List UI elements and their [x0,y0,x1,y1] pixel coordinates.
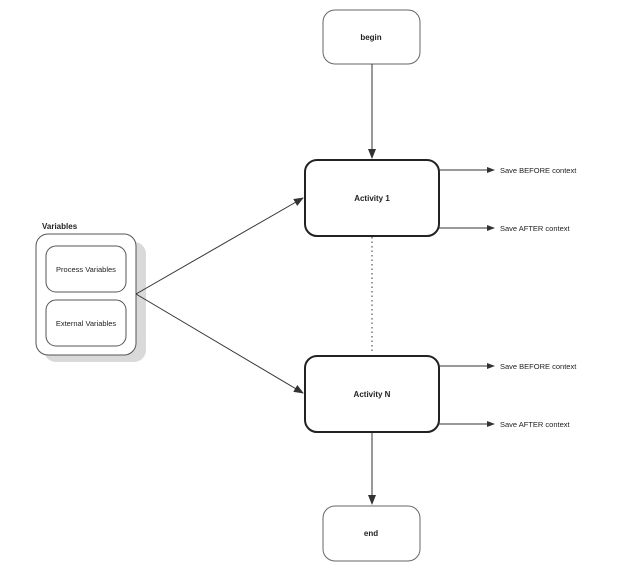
activity-n-label: Activity N [354,390,391,399]
activity-n-save-before-label: Save BEFORE context [500,362,577,371]
variables-to-activity-1-arrow [135,197,304,295]
process-variables-label: Process Variables [56,265,116,274]
process-variables-box [45,245,127,293]
variables-to-activity-n-arrow [135,293,304,394]
begin-label: begin [360,33,381,42]
activity-n-node [304,355,440,433]
activity-1-save-after-label: Save AFTER context [500,224,571,233]
external-variables-label: External Variables [56,319,117,328]
activity-1-save-before-label: Save BEFORE context [500,166,577,175]
activity-1-node [304,159,440,237]
external-variables-box [45,299,127,347]
activity-1-label: Activity 1 [354,194,390,203]
end-node [322,505,421,562]
variables-title: Variables [42,222,78,231]
activity-n-save-after-label: Save AFTER context [500,420,571,429]
end-label: end [364,529,378,538]
